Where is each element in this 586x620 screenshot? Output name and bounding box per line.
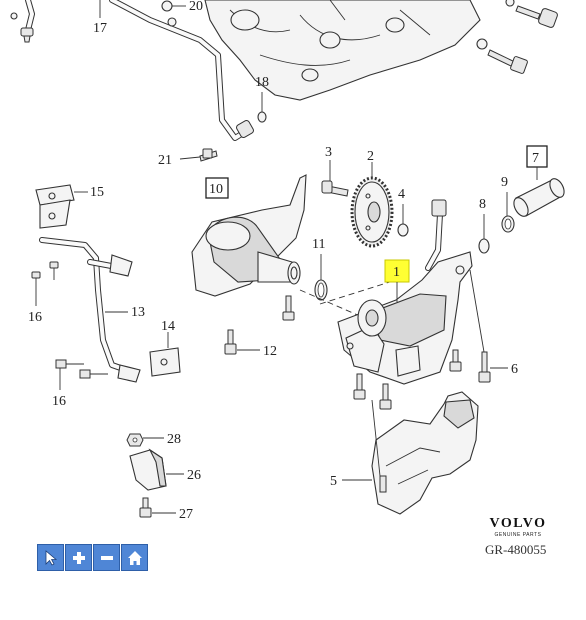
oil-pump-1 (337, 251, 473, 385)
nut-28 (126, 433, 144, 447)
callout-16-lower: 16 (52, 394, 66, 409)
bolt-housing (282, 295, 295, 321)
zoom-out-button[interactable] (93, 544, 120, 571)
clip-14 (149, 347, 181, 377)
callout-8: 8 (479, 197, 486, 212)
bracket-26 (129, 448, 167, 491)
diagram-reference-code: GR-480055 (485, 542, 547, 557)
oil-pipe-13 (39, 237, 141, 383)
callout-5: 5 (330, 474, 337, 489)
seal-18 (257, 111, 267, 123)
callout-17: 17 (93, 21, 107, 36)
callout-18: 18 (255, 75, 269, 90)
zoom-in-button[interactable] (65, 544, 92, 571)
callout-10-box (205, 177, 229, 199)
pipe-end-top-left (10, 0, 35, 43)
seal-8 (478, 238, 490, 254)
bolt-12 (224, 329, 237, 355)
callout-28: 28 (167, 432, 181, 447)
callout-7: 7 (532, 151, 539, 166)
pickup-tube (425, 199, 447, 271)
bolt-6 (478, 351, 491, 383)
bracket-15 (35, 184, 75, 229)
washer-20 (161, 0, 173, 12)
callout-11: 11 (312, 237, 325, 252)
callout-14: 14 (161, 319, 175, 334)
washer-4 (397, 223, 409, 237)
filter-sleeve-7 (513, 178, 565, 217)
bolt-21 (199, 148, 218, 162)
engine-block (204, 0, 481, 101)
callout-4: 4 (398, 187, 405, 202)
callout-16-upper: 16 (28, 310, 42, 325)
callout-21: 21 (158, 153, 172, 168)
upper-right-bolts (476, 0, 558, 74)
brand-subtitle: GENUINE PARTS (494, 532, 542, 538)
callout-26: 26 (187, 468, 201, 483)
brand-block: VOLVO GENUINE PARTS (478, 517, 558, 539)
pump-bolts (353, 349, 462, 410)
callout-12: 12 (263, 344, 277, 359)
oil-pipe-17 (109, 0, 254, 141)
callout-20: 20 (189, 0, 203, 14)
bolts-16-lower (55, 359, 108, 379)
viewer-toolbar (37, 544, 148, 572)
callout-15: 15 (90, 185, 104, 200)
callout-1[interactable]: 1 (393, 265, 400, 280)
bolts-16-upper (31, 261, 59, 290)
pointer-icon (42, 549, 60, 567)
sprocket-2 (350, 176, 394, 248)
callout-10: 10 (209, 182, 223, 197)
bolt-27 (139, 497, 152, 518)
callout-6: 6 (511, 362, 518, 377)
oil-baffle-5 (371, 391, 479, 515)
callout-2: 2 (367, 149, 374, 164)
callout-3: 3 (325, 145, 332, 160)
home-icon (126, 549, 144, 567)
callout-13: 13 (131, 305, 145, 320)
volvo-logo: VOLVO (489, 516, 547, 531)
zoom-out-icon (98, 549, 116, 567)
callout-9: 9 (501, 175, 508, 190)
oil-pump-housing-10 (191, 174, 307, 297)
bolt-3 (321, 180, 349, 197)
zoom-in-icon (70, 549, 88, 567)
home-button[interactable] (121, 544, 148, 571)
callout-27: 27 (179, 507, 193, 522)
pointer-button[interactable] (37, 544, 64, 571)
